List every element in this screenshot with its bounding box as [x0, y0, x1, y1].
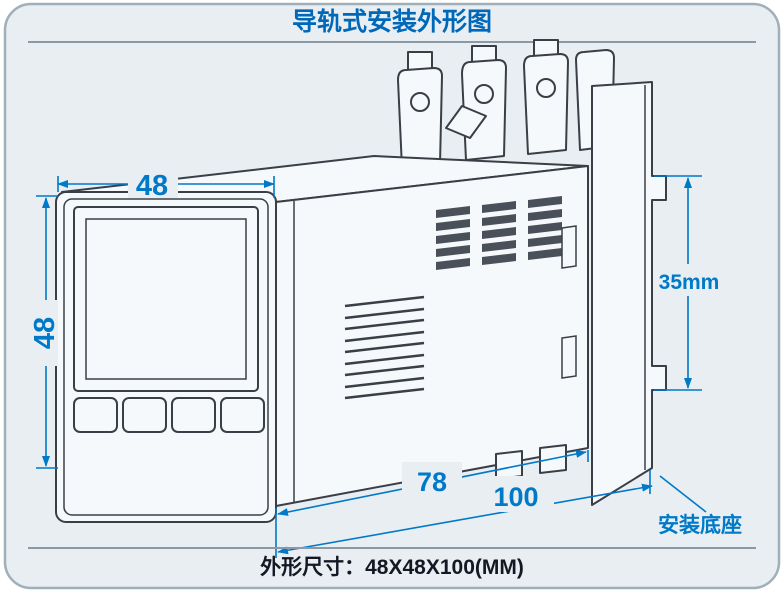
display-screen	[85, 218, 247, 380]
button-2	[122, 397, 167, 433]
button-4	[220, 397, 265, 433]
overall-size-label: 外形尺寸：48X48X100(MM)	[260, 555, 524, 579]
button-1	[73, 397, 118, 433]
mounting-base-label: 安装底座	[658, 513, 742, 537]
dimension-panel-width: 48	[136, 170, 168, 202]
mounting-clips	[397, 39, 615, 169]
diagram-title: 导轨式安装外形图	[292, 7, 492, 36]
dimension-body-depth: 78	[417, 467, 447, 497]
release-lever	[445, 105, 487, 139]
button-3	[171, 397, 216, 433]
dimension-rail-height: 35mm	[659, 271, 720, 294]
dimension-annotations: 48 48 78 100 35mm 安装底座	[29, 168, 742, 558]
dimension-total-depth: 100	[493, 482, 538, 512]
din-rail	[591, 81, 667, 506]
rear-slot-bottom	[561, 335, 577, 379]
rear-slot-top	[561, 225, 577, 269]
display-window	[73, 206, 259, 392]
dimension-panel-height: 48	[29, 317, 61, 349]
front-panel	[55, 191, 277, 523]
